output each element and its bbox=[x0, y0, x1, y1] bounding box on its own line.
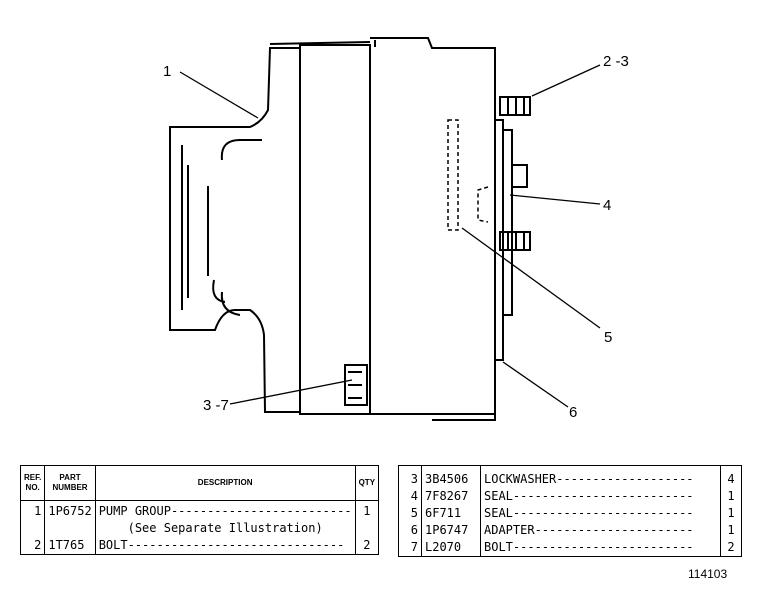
qty-cell bbox=[355, 520, 378, 537]
desc-cell: (See Separate Illustration) bbox=[95, 520, 356, 537]
callout-3-7: 3 -7 bbox=[203, 397, 229, 414]
desc-cell: LOCKWASHER------------------- bbox=[480, 465, 721, 488]
parts-table-left: REF. NO. PART NUMBER DESCRIPTION QTY 1 1… bbox=[20, 465, 380, 555]
pump-assembly-drawing: 1 2 -3 4 5 3 -7 6 bbox=[163, 37, 629, 421]
adapter-plate-outline bbox=[494, 119, 513, 361]
table-row: 6 1P6747 ADAPTER---------------------- 1 bbox=[398, 522, 742, 539]
bolt-lower-left bbox=[344, 364, 368, 406]
table-row: 5 6F711 SEAL------------------------- 1 bbox=[398, 505, 742, 522]
desc-cell: SEAL------------------------- bbox=[480, 505, 721, 522]
figure-number: 114103 bbox=[688, 567, 728, 581]
seal-dashed bbox=[447, 119, 489, 231]
table-row: 3 3B4506 LOCKWASHER------------------- 4 bbox=[398, 465, 742, 488]
table-row: 4 7F8267 SEAL------------------------- 1 bbox=[398, 488, 742, 505]
qty-cell: 4 bbox=[727, 472, 735, 486]
qty-cell: 2 bbox=[363, 538, 371, 552]
ref-cell: 4 bbox=[398, 488, 422, 505]
pump-body-outline bbox=[269, 37, 496, 421]
table-row: (See Separate Illustration) bbox=[20, 520, 379, 537]
ref-cell: 5 bbox=[398, 505, 422, 522]
table-row: 1 1P6752 PUMP GROUP---------------------… bbox=[20, 500, 379, 520]
header-part-number: PART NUMBER bbox=[44, 465, 96, 501]
bolt-lower-right bbox=[499, 231, 531, 251]
ref-cell: 7 bbox=[398, 539, 422, 557]
callout-5: 5 bbox=[604, 329, 612, 346]
part-cell: 3B4506 bbox=[421, 465, 481, 488]
desc-cell: BOLT------------------------------ bbox=[95, 537, 356, 555]
callout-1: 1 bbox=[163, 63, 171, 80]
desc-cell: BOLT------------------------- bbox=[480, 539, 721, 557]
part-cell: 7F8267 bbox=[421, 488, 481, 505]
desc-cell: SEAL------------------------- bbox=[480, 488, 721, 505]
qty-cell: 1 bbox=[727, 523, 735, 537]
part-cell: 1P6747 bbox=[421, 522, 481, 539]
ref-cell: 6 bbox=[398, 522, 422, 539]
bolt-upper-right bbox=[499, 96, 531, 116]
qty-cell: 1 bbox=[727, 506, 735, 520]
header-ref-no: REF. NO. bbox=[20, 465, 46, 501]
part-cell bbox=[44, 520, 96, 537]
callout-2-3: 2 -3 bbox=[603, 53, 629, 70]
qty-cell: 2 bbox=[727, 540, 735, 554]
part-cell: 1P6752 bbox=[44, 500, 96, 520]
header-qty: QTY bbox=[355, 465, 379, 501]
ref-cell bbox=[20, 520, 46, 537]
callout-4: 4 bbox=[603, 197, 611, 214]
shaft-boss bbox=[511, 164, 528, 188]
part-cell: 6F711 bbox=[421, 505, 481, 522]
qty-cell: 1 bbox=[363, 504, 371, 518]
callout-6: 6 bbox=[569, 404, 577, 421]
leader-lines bbox=[179, 64, 601, 408]
table-row: 2 1T765 BOLT----------------------------… bbox=[20, 537, 379, 555]
desc-cell: ADAPTER---------------------- bbox=[480, 522, 721, 539]
ref-cell: 2 bbox=[20, 537, 46, 555]
pump-housing-outline bbox=[169, 47, 301, 413]
table-row: 7 L2070 BOLT------------------------- 2 bbox=[398, 539, 742, 557]
ref-cell: 3 bbox=[398, 465, 422, 488]
parts-table-right: 3 3B4506 LOCKWASHER------------------- 4… bbox=[398, 465, 742, 557]
part-cell: L2070 bbox=[421, 539, 481, 557]
header-description: DESCRIPTION bbox=[95, 465, 356, 501]
qty-cell: 1 bbox=[727, 489, 735, 503]
part-cell: 1T765 bbox=[44, 537, 96, 555]
ref-cell: 1 bbox=[20, 500, 46, 520]
desc-cell: PUMP GROUP------------------------- bbox=[95, 500, 356, 520]
